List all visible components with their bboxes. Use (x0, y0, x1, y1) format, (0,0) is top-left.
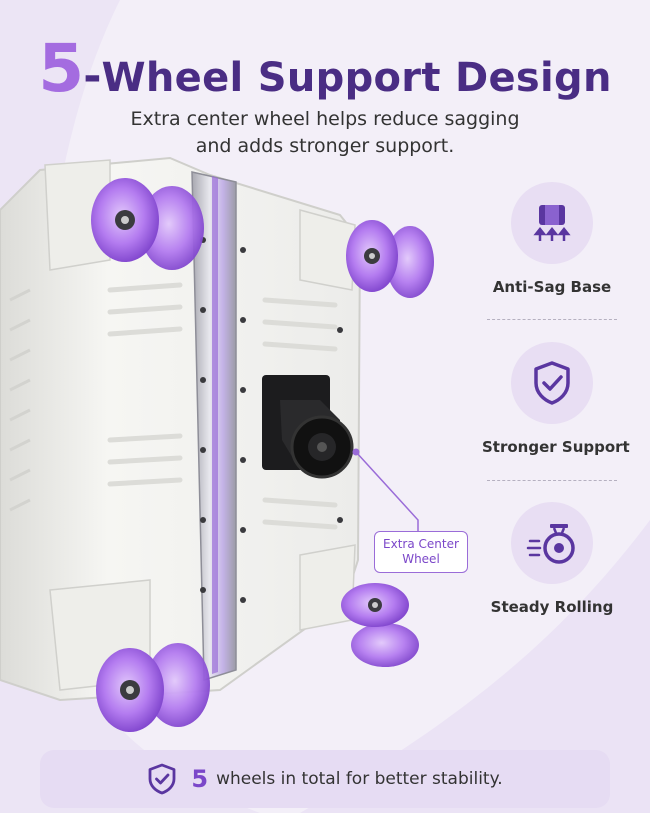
frame-rivets (200, 237, 343, 603)
wheel-top-left (91, 178, 204, 270)
extra-center-wheel-callout: Extra Center Wheel (374, 531, 468, 573)
headline-number: 5 (38, 30, 84, 107)
bottom-info-bar: 5 wheels in total for better stability. (40, 750, 610, 808)
wheel-top-right (346, 220, 434, 298)
shield-check-small-icon (148, 763, 176, 795)
shield-check-icon (511, 342, 593, 424)
wheel-bottom-left (96, 643, 210, 732)
subtitle-line-1: Extra center wheel helps reduce sagging (130, 108, 520, 130)
headline: 5-Wheel Support Design (0, 30, 650, 107)
subtitle-line-2: and adds stronger support. (195, 135, 455, 157)
anti-sag-base-icon (511, 182, 593, 264)
bottom-text: wheels in total for better stability. (216, 769, 503, 789)
callout-line-1: Extra Center (383, 537, 459, 551)
headline-text: Wheel Support Design (101, 55, 612, 101)
feature-anti-sag-base: Anti-Sag Base (482, 182, 622, 296)
feature-label-steady-rolling: Steady Rolling (490, 598, 614, 616)
rolling-wheel-icon (511, 502, 593, 584)
wheel-bottom-right (341, 583, 419, 667)
feature-label-anti-sag-base: Anti-Sag Base (492, 278, 612, 296)
corner-base-bottom-right (299, 544, 356, 631)
feature-stronger-support: Stronger Support (482, 342, 630, 456)
luggage-ribs-left (9, 288, 31, 512)
callout-connector (352, 448, 419, 531)
headline-dash: - (83, 51, 102, 102)
feature-divider-1 (487, 319, 617, 320)
center-wheel (280, 400, 354, 479)
feature-label-stronger-support: Stronger Support (482, 438, 630, 456)
callout-line-2: Wheel (402, 552, 440, 566)
bottom-number: 5 (191, 765, 209, 793)
luggage-shell (0, 156, 362, 702)
corner-base-top-left (44, 159, 111, 271)
frame-accent-stripe (212, 176, 218, 674)
feature-divider-2 (487, 480, 617, 481)
subtitle: Extra center wheel helps reduce sagging … (90, 106, 560, 160)
corner-base-top-right (299, 209, 356, 291)
feature-steady-rolling: Steady Rolling (482, 502, 622, 616)
luggage-ribs-center (107, 282, 183, 487)
luggage-ribs-right (262, 297, 338, 530)
luggage-illustration (0, 156, 434, 732)
